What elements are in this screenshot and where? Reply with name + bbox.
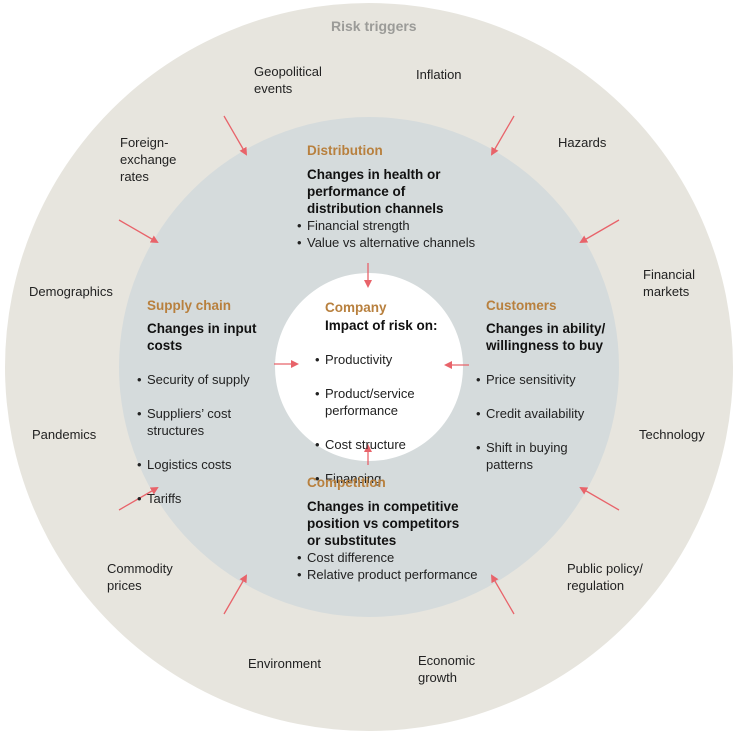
trigger-label: Commodity prices [107, 561, 173, 593]
list-item: Relative product performance [297, 566, 478, 583]
trigger-label: Technology [639, 427, 705, 442]
list-item: Financing [315, 470, 438, 487]
trigger-label: Financial markets [643, 267, 696, 299]
list-item: Value vs alternative channels [297, 234, 475, 251]
list-item: Productivity [315, 351, 438, 368]
distribution-heading: Distribution [307, 143, 383, 158]
list-item: Price sensitivity [476, 371, 605, 388]
competition-heading: Competition [307, 475, 386, 490]
list-item: Product/service performance [315, 385, 438, 419]
list-item: Financial strength [297, 217, 475, 234]
competition-block: Competition Changes in competitive posit… [297, 474, 478, 583]
list-item: Security of supply [137, 371, 257, 388]
trigger-label: Environment [248, 656, 321, 671]
trigger-label: Hazards [558, 135, 607, 150]
trigger-arrow [223, 115, 248, 156]
customers-heading: Customers [486, 298, 557, 313]
trigger-label: Foreign- exchange rates [120, 135, 177, 184]
company-heading: Company [325, 300, 387, 315]
customers-block: Customers Changes in ability/ willingnes… [476, 297, 605, 490]
competition-subheading: Changes in competitive position vs compe… [307, 499, 460, 548]
list-item: Suppliers’ cost structures [137, 405, 257, 439]
distribution-block: Distribution Changes in health or perfor… [297, 142, 475, 251]
trigger-arrow [579, 219, 620, 244]
list-item: Logistics costs [137, 456, 257, 473]
trigger-arrow [490, 115, 515, 156]
trigger-label: Economic growth [418, 653, 476, 685]
supply-chain-block: Supply chain Changes in input costs Secu… [137, 297, 257, 524]
trigger-label: Demographics [29, 284, 113, 299]
company-subheading: Impact of risk on: [325, 318, 438, 333]
trigger-arrow [223, 574, 248, 615]
customers-subheading: Changes in ability/ willingness to buy [486, 321, 606, 353]
list-item: Credit availability [476, 405, 605, 422]
trigger-label: Pandemics [32, 427, 97, 442]
distribution-subheading: Changes in health or performance of dist… [307, 167, 444, 216]
supply-chain-heading: Supply chain [147, 298, 232, 313]
trigger-arrow [118, 219, 159, 244]
list-item: Cost structure [315, 436, 438, 453]
list-item: Tariffs [137, 490, 257, 507]
trigger-label: Public policy/ regulation [567, 561, 643, 593]
trigger-label: Geopolitical events [254, 64, 322, 96]
list-item: Cost difference [297, 549, 478, 566]
list-item: Shift in buying patterns [476, 439, 605, 473]
outer-ring-title: Risk triggers [331, 18, 417, 34]
trigger-arrow [579, 486, 620, 511]
trigger-arrow [490, 574, 515, 615]
supply-chain-subheading: Changes in input costs [147, 321, 257, 353]
company-block: Company Impact of risk on: Productivity … [315, 299, 438, 504]
trigger-label: Inflation [416, 67, 462, 82]
